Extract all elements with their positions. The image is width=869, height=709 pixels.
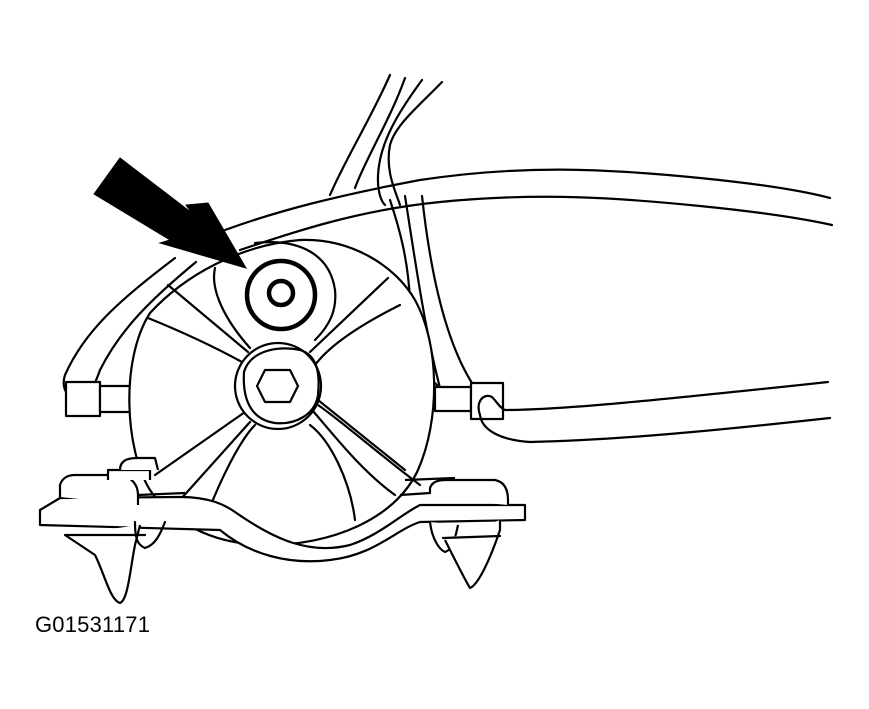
hex-bolt-icon: [255, 368, 300, 404]
target-fastener: [244, 258, 318, 332]
mounting-bracket: [38, 456, 527, 563]
figure-id-label: G01531171: [35, 612, 151, 637]
right-clip: [433, 380, 832, 444]
spokes: [146, 276, 422, 522]
center-hub: [233, 341, 323, 431]
arrow-icon: [93, 157, 248, 269]
bracket-feet: [63, 520, 502, 605]
left-clip: [64, 380, 132, 418]
top-long-hose: [223, 168, 834, 252]
upper-hoses: [328, 73, 444, 207]
